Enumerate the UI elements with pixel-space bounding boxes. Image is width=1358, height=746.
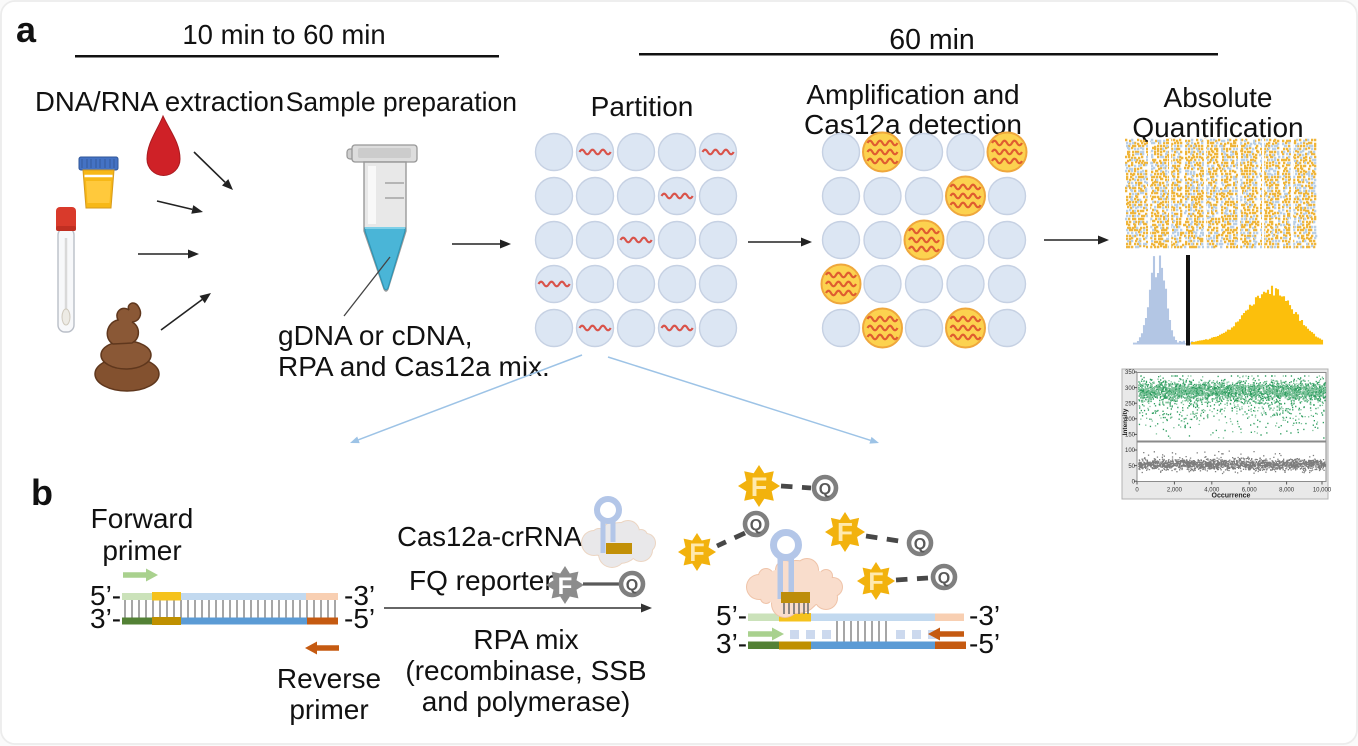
svg-text:50: 50 <box>1128 464 1135 470</box>
svg-text:0: 0 <box>1132 479 1136 485</box>
svg-text:gDNA or cDNA,: gDNA or cDNA, <box>278 320 473 351</box>
svg-text:Quantification: Quantification <box>1132 112 1303 143</box>
svg-text:Q: Q <box>914 536 926 553</box>
svg-text:4,000: 4,000 <box>1204 488 1220 494</box>
svg-text:primer: primer <box>102 535 181 566</box>
svg-text:F: F <box>868 568 883 596</box>
svg-text:F: F <box>751 472 768 502</box>
svg-text:Q: Q <box>819 481 831 498</box>
svg-text:RPA and Cas12a mix.: RPA and Cas12a mix. <box>278 351 550 382</box>
svg-text:200: 200 <box>1125 417 1136 423</box>
svg-text:F: F <box>689 539 704 567</box>
svg-text:F: F <box>558 573 573 600</box>
svg-text:10 min to 60 min: 10 min to 60 min <box>182 19 385 50</box>
svg-text:Amplification and: Amplification and <box>806 79 1019 110</box>
svg-text:DNA/RNA extraction: DNA/RNA extraction <box>35 86 284 117</box>
svg-text:-3’: -3’ <box>344 580 375 611</box>
svg-text:Reverse: Reverse <box>277 663 381 694</box>
svg-text:3’-: 3’- <box>716 628 747 659</box>
svg-text:Absolute: Absolute <box>1164 82 1273 113</box>
svg-text:Sample preparation: Sample preparation <box>286 87 517 117</box>
svg-text:and polymerase): and polymerase) <box>422 686 631 717</box>
svg-text:-5’: -5’ <box>344 603 375 634</box>
svg-text:Q: Q <box>626 577 638 594</box>
svg-text:F: F <box>837 517 853 547</box>
svg-text:350: 350 <box>1125 370 1136 376</box>
svg-text:0: 0 <box>1135 488 1139 494</box>
svg-text:5’-: 5’- <box>716 600 747 631</box>
svg-text:Forward: Forward <box>91 503 194 534</box>
svg-text:-3’: -3’ <box>969 600 1000 631</box>
svg-text:8,000: 8,000 <box>1279 488 1295 494</box>
svg-text:b: b <box>31 472 53 513</box>
svg-text:FQ reporter: FQ reporter <box>409 565 554 596</box>
svg-text:60 min: 60 min <box>889 24 975 56</box>
svg-text:150: 150 <box>1125 433 1136 439</box>
svg-text:300: 300 <box>1125 386 1136 392</box>
svg-text:-5’: -5’ <box>969 628 1000 659</box>
svg-text:primer: primer <box>289 694 368 725</box>
svg-text:Partition: Partition <box>591 91 694 122</box>
svg-text:10,000: 10,000 <box>1313 488 1332 494</box>
svg-text:(recombinase, SSB: (recombinase, SSB <box>405 655 646 686</box>
svg-text:250: 250 <box>1125 401 1136 407</box>
svg-text:RPA mix: RPA mix <box>473 624 578 655</box>
svg-text:6,000: 6,000 <box>1242 488 1258 494</box>
svg-text:3’-: 3’- <box>90 603 121 634</box>
svg-text:Occurrence: Occurrence <box>1212 493 1251 500</box>
svg-text:Cas12a-crRNA: Cas12a-crRNA <box>397 521 583 552</box>
svg-text:5’-: 5’- <box>90 580 121 611</box>
svg-text:Intensity: Intensity <box>1122 408 1129 435</box>
svg-text:Q: Q <box>750 517 762 534</box>
svg-text:Q: Q <box>938 570 950 587</box>
svg-text:2,000: 2,000 <box>1167 488 1183 494</box>
svg-text:a: a <box>16 9 37 50</box>
svg-text:100: 100 <box>1125 448 1136 454</box>
